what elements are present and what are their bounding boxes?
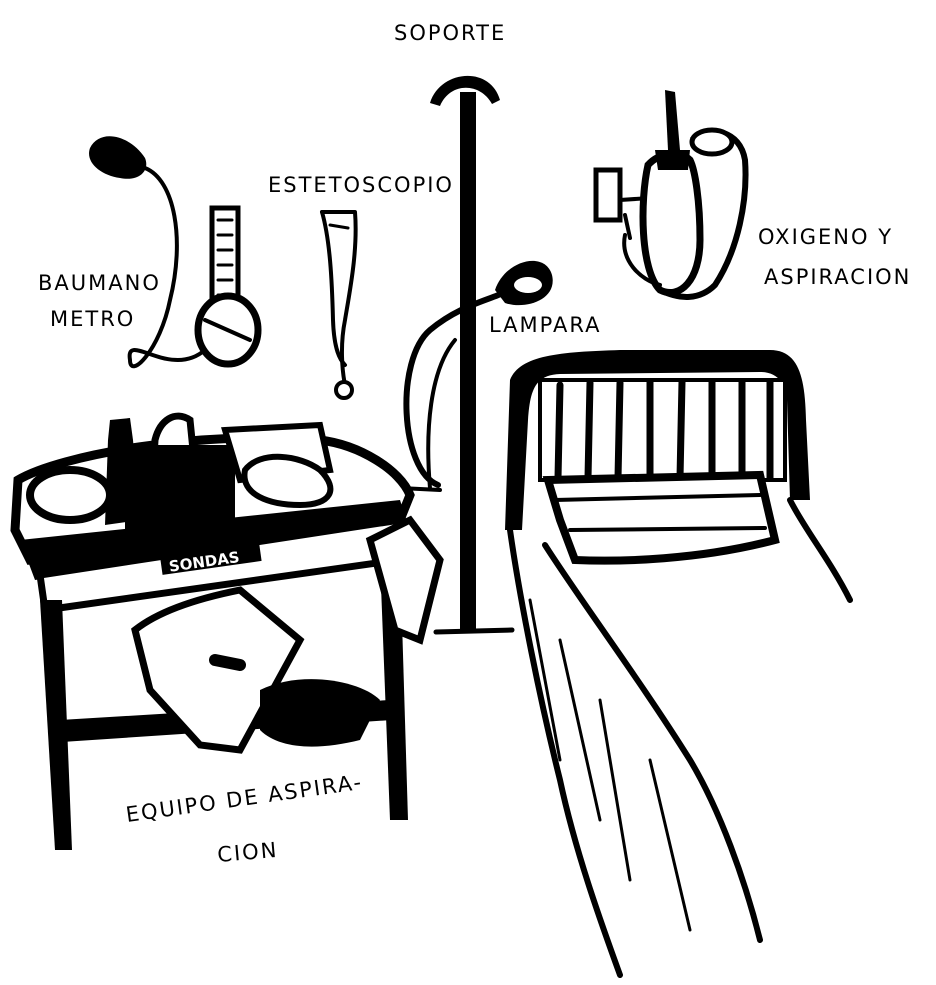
label-equipo-line1: EQUIPO DE ASPIRA- bbox=[124, 770, 364, 827]
headboard-slats bbox=[540, 380, 785, 480]
label-oxigeno-line1: OXIGENO Y bbox=[758, 225, 893, 249]
label-lampara: LAMPARA bbox=[489, 313, 601, 337]
label-oxigeno-line2: ASPIRACION bbox=[764, 265, 911, 289]
iv-stand bbox=[430, 76, 512, 632]
label-baumanometro-line1: BAUMANO bbox=[38, 271, 161, 295]
oxygen-suction-unit bbox=[596, 90, 746, 297]
label-estetoscopio: ESTETOSCOPIO bbox=[268, 173, 454, 197]
label-soporte: SOPORTE bbox=[394, 21, 506, 45]
sphygmomanometer bbox=[89, 136, 258, 366]
bed bbox=[505, 350, 850, 975]
supply-cart bbox=[15, 416, 440, 850]
label-equipo-line2: CION bbox=[216, 838, 279, 867]
stethoscope bbox=[322, 212, 356, 398]
label-baumanometro-line2: METRO bbox=[50, 307, 135, 331]
